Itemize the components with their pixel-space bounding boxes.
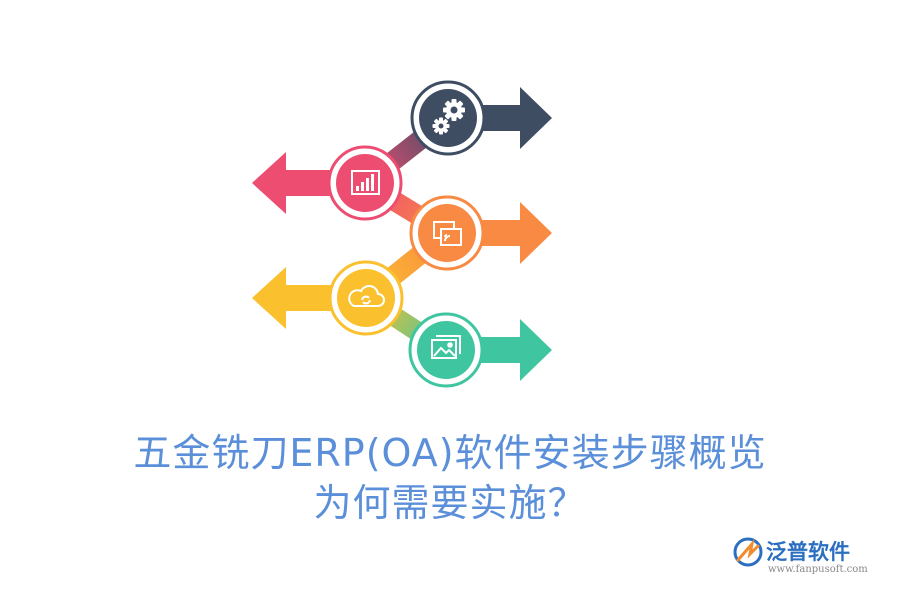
arrow-step-1: [448, 87, 552, 149]
arrow-step-3: [447, 202, 552, 264]
step-4-circle: [328, 260, 404, 336]
brand-logo: 泛普软件 www.fanpusoft.com: [732, 534, 882, 582]
screen-share-icon: [433, 221, 462, 246]
process-graphic: [252, 80, 552, 388]
brand-logo-icon: [733, 537, 763, 567]
bar-chart-icon: [351, 170, 380, 195]
step-5-circle: [408, 312, 484, 388]
arrow-step-5: [446, 319, 552, 381]
step-2-circle: [327, 145, 403, 221]
page-title: 五金铣刀ERP(OA)软件安装步骤概览: [133, 431, 767, 475]
arrow-step-4: [252, 267, 366, 329]
brand-url: www.fanpusoft.com: [768, 564, 868, 575]
page-subtitle: 为何需要实施？: [313, 481, 587, 525]
gears-icon: [432, 99, 465, 135]
cloud-sync-icon: [348, 285, 385, 307]
brand-name: 泛普软件: [766, 540, 850, 564]
arrow-step-2: [252, 152, 365, 214]
image-gallery-icon: [431, 335, 461, 359]
